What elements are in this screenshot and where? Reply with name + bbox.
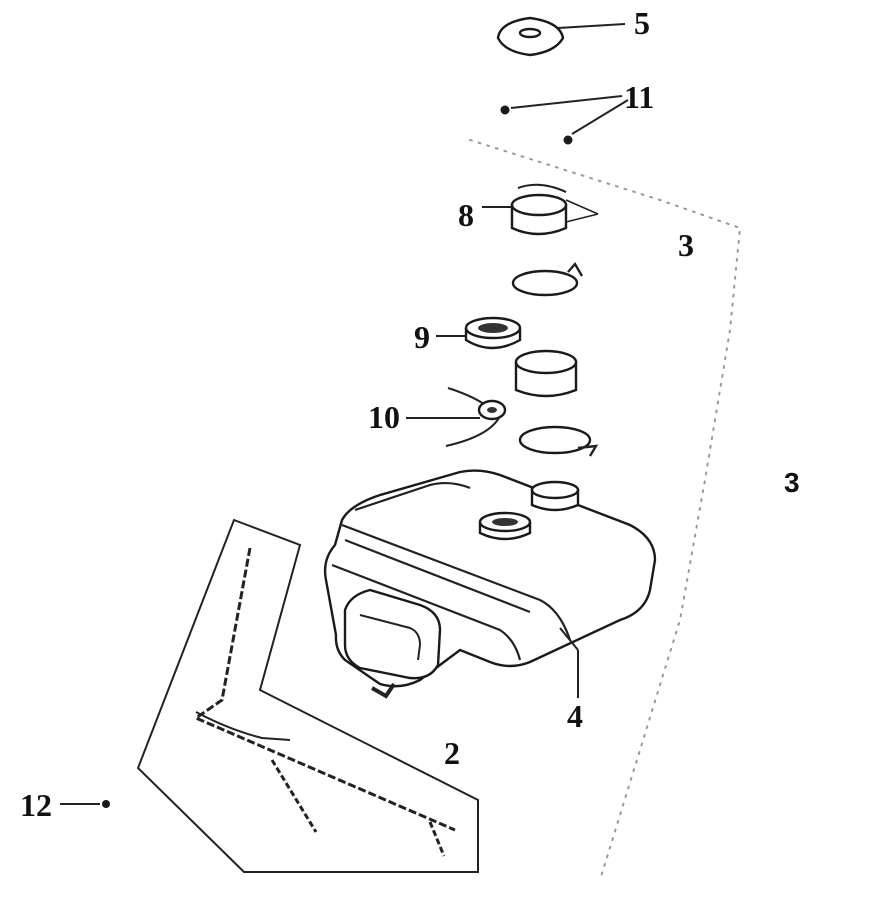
hose-clamp-upper-part[interactable] (511, 261, 584, 297)
lower-pipe-part[interactable] (514, 349, 578, 398)
callout-8: 8 (458, 197, 474, 233)
upper-pipe-part[interactable] (482, 183, 599, 236)
callout-9: 9 (414, 319, 430, 355)
screw-parts[interactable] (500, 95, 629, 145)
oil-tank-part[interactable] (323, 469, 657, 699)
valve-hose-part[interactable] (406, 387, 507, 447)
callout-2: 2 (444, 735, 460, 771)
callout-12: 12 (20, 787, 52, 823)
seal-grommet-part[interactable] (436, 316, 522, 350)
callout-3-upper: 3 (678, 227, 694, 263)
callout-3-side: 3 (784, 467, 800, 498)
callout-5: 5 (634, 5, 650, 41)
hose-bracket-group[interactable] (136, 518, 479, 873)
callout-10: 10 (368, 399, 400, 435)
callout-labels: 5 11 8 3 9 10 3 4 2 12 (20, 5, 800, 823)
bolt-part[interactable] (60, 800, 110, 808)
dotted-group-guide (469, 139, 742, 881)
callout-11: 11 (624, 79, 654, 115)
filler-cap-part[interactable] (496, 16, 626, 57)
callout-4: 4 (567, 698, 583, 734)
hose-clamp-lower-part[interactable] (518, 425, 599, 457)
